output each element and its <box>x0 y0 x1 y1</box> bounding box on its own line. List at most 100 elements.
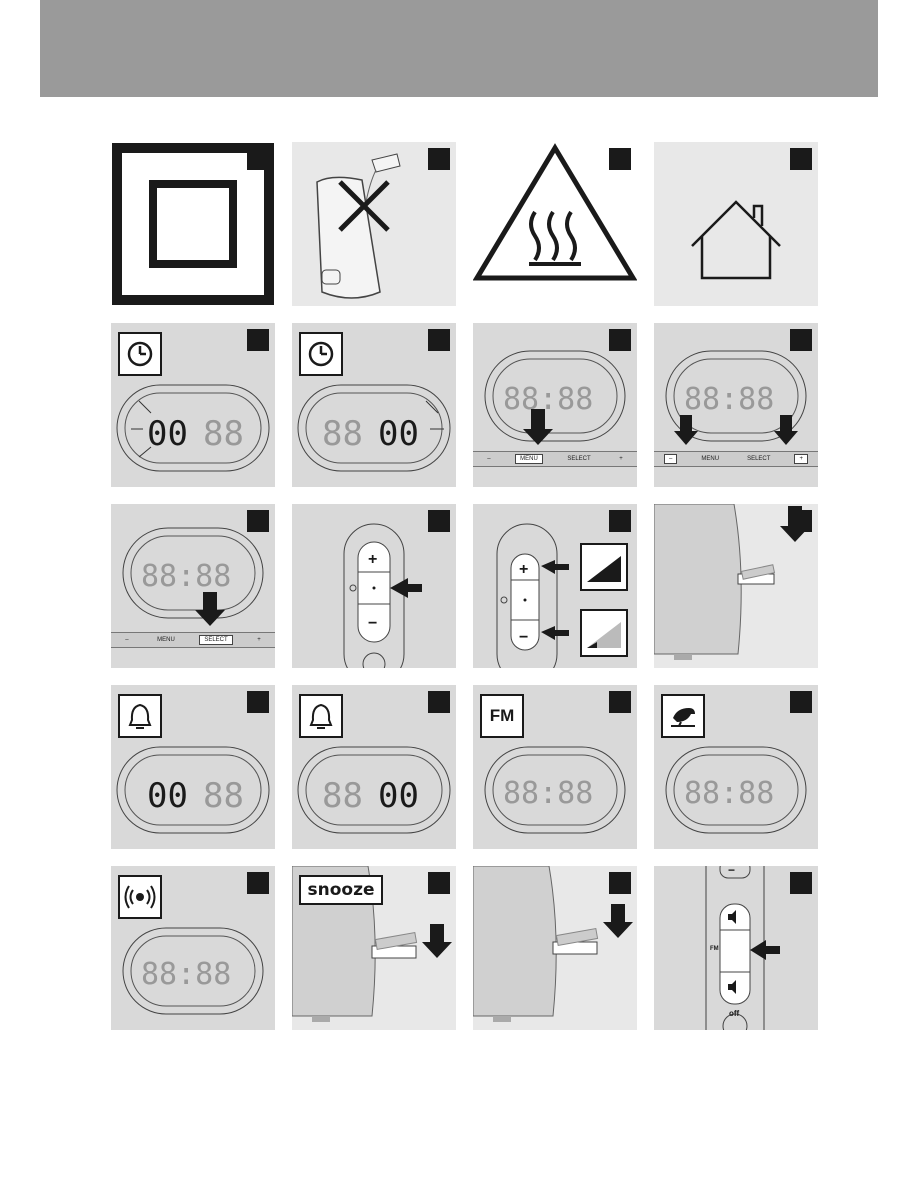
svg-text:88: 88 <box>322 776 363 816</box>
svg-text:88: 88 <box>322 414 363 454</box>
no-water-icon <box>316 153 401 299</box>
display-illustration: 88 00 <box>297 746 451 834</box>
step-number-box <box>609 510 631 532</box>
panel-indoor-use <box>654 142 818 306</box>
plus-button[interactable]: + <box>257 637 261 643</box>
minus-button[interactable]: – <box>125 637 129 643</box>
panel-set-alarm-hours: 00 88 <box>111 685 275 849</box>
snooze-label: snooze <box>299 875 383 905</box>
header-banner <box>40 0 878 97</box>
select-button[interactable]: SELECT <box>199 635 233 645</box>
button-row: – MENU SELECT + <box>473 451 637 467</box>
step-number-box <box>609 691 631 713</box>
panel-alarm-bird: 88:88 <box>654 685 818 849</box>
button-row: – MENU SELECT + <box>111 632 275 648</box>
menu-button[interactable]: MENU <box>157 637 175 643</box>
minus-button[interactable]: – <box>664 454 678 464</box>
display-illustration: 88:88 <box>122 927 264 1015</box>
panel-alarm-fm: FM 88:88 <box>473 685 637 849</box>
step-number-box <box>428 329 450 351</box>
step-number-box <box>790 148 812 170</box>
panel-double-insulation <box>111 142 275 306</box>
clock-icon-box <box>118 332 162 376</box>
step-number-box <box>790 329 812 351</box>
plus-button[interactable]: + <box>619 456 623 462</box>
device-side-illustration <box>473 866 633 1022</box>
step-number-box <box>428 872 450 894</box>
panel-radio-fm: − FM off <box>654 866 818 1030</box>
step-number-box <box>790 691 812 713</box>
svg-text:00: 00 <box>147 776 188 816</box>
panel-brightness-button: + − <box>292 504 456 668</box>
fm-icon: FM <box>489 706 515 725</box>
radio-icon-box <box>118 875 162 919</box>
plus-button[interactable]: + <box>794 454 808 464</box>
svg-text:88: 88 <box>203 414 244 454</box>
panel-set-alarm-minutes: 88 00 <box>292 685 456 849</box>
clock-icon <box>308 341 334 367</box>
panel-alarm-radio: 88:88 <box>111 866 275 1030</box>
display-illustration: 88 00 <box>297 384 451 472</box>
clock-icon-box <box>299 332 343 376</box>
display-illustration: 88:88 <box>665 746 807 834</box>
step-number-box <box>609 148 631 170</box>
step-number-box <box>609 872 631 894</box>
svg-text:88: 88 <box>203 776 244 816</box>
svg-text:−: − <box>368 615 377 632</box>
svg-text:00: 00 <box>147 414 188 454</box>
select-button[interactable]: SELECT <box>747 456 771 462</box>
svg-text:88:88: 88:88 <box>503 382 593 417</box>
bird-sound-icon <box>671 708 695 727</box>
display-illustration: 00 88 <box>116 384 270 472</box>
svg-text:−: − <box>728 866 735 877</box>
alarm-icon-box <box>118 694 162 738</box>
step-number-box <box>247 691 269 713</box>
step-number-box <box>247 148 269 170</box>
display-illustration: 88:88 <box>484 350 626 445</box>
step-number-box <box>428 691 450 713</box>
fm-icon-box: FM <box>480 694 524 738</box>
panel-press-plus-minus: 88:88 – MENU SELECT + <box>654 323 818 487</box>
clock-icon <box>127 341 153 367</box>
hot-surface-warning-icon <box>473 143 637 281</box>
brightness-levels-illustration: + − <box>496 523 628 668</box>
svg-text:88:88: 88:88 <box>141 957 231 992</box>
panel-brightness-levels: + − <box>473 504 637 668</box>
step-number-box <box>247 872 269 894</box>
menu-button[interactable]: MENU <box>515 454 543 464</box>
device-side-illustration <box>654 504 810 660</box>
svg-text:00: 00 <box>378 776 419 816</box>
panel-hot-surface <box>473 142 637 306</box>
alarm-bell-icon <box>309 703 333 729</box>
radio-signal-icon <box>124 885 156 909</box>
svg-text:−: − <box>519 629 528 646</box>
display-illustration: 88:88 <box>665 350 807 445</box>
panel-set-clock-minutes: 88 00 <box>292 323 456 487</box>
panel-top-button <box>654 504 818 668</box>
panel-set-clock-hours: 00 88 <box>111 323 275 487</box>
svg-text:88:88: 88:88 <box>141 559 231 594</box>
step-number-box <box>609 329 631 351</box>
step-number-box <box>247 329 269 351</box>
alarm-icon-box <box>299 694 343 738</box>
step-number-box <box>247 510 269 532</box>
display-illustration: 88:88 <box>484 746 626 834</box>
panel-no-water <box>292 142 456 306</box>
step-number-box <box>428 510 450 532</box>
step-number-box <box>790 510 812 532</box>
step-number-box <box>428 148 450 170</box>
panel-press-select: 88:88 – MENU SELECT + <box>111 504 275 668</box>
bird-icon-box <box>661 694 705 738</box>
panel-snooze: snooze <box>292 866 456 1030</box>
brightness-control-illustration: + − <box>343 523 422 668</box>
display-illustration: 88:88 <box>122 527 264 626</box>
alarm-bell-icon <box>128 703 152 729</box>
menu-button[interactable]: MENU <box>701 456 720 462</box>
off-button-label: off <box>729 1009 740 1018</box>
button-row: – MENU SELECT + <box>654 451 818 467</box>
select-button[interactable]: SELECT <box>567 456 591 462</box>
svg-text:+: + <box>519 561 528 578</box>
minus-button[interactable]: – <box>487 456 491 462</box>
double-insulation-icon <box>112 143 274 305</box>
display-illustration: 00 88 <box>116 746 270 834</box>
